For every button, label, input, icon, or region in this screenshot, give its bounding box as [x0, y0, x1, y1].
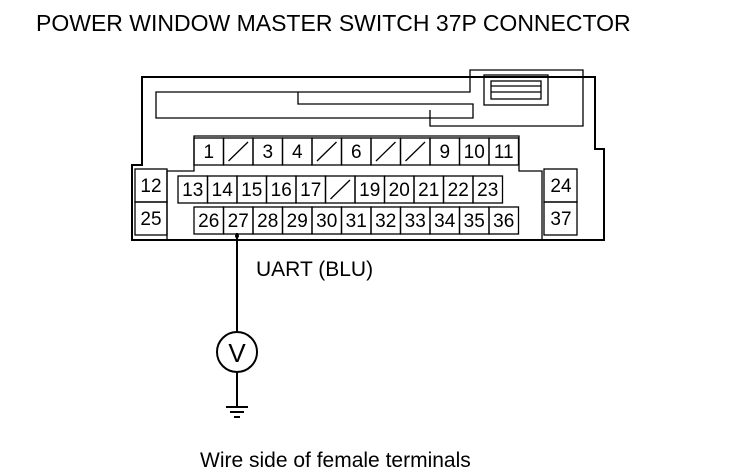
connector-lock-tab	[155, 69, 584, 127]
pin-cell	[488, 206, 520, 235]
pin-label: 14	[212, 180, 234, 201]
voltmeter-symbol: V	[228, 338, 246, 368]
pin-label-25: 25	[140, 209, 161, 230]
pin-cell	[472, 175, 504, 204]
pin-label: 3	[262, 142, 273, 163]
pin-label: 35	[464, 211, 485, 232]
unused-pin-slash	[228, 141, 249, 162]
pin-label: 1	[203, 142, 214, 163]
pin-label: 21	[418, 180, 439, 201]
pin-row-3: 26 27 28 29 30 31 32 33 34 35 36	[193, 206, 520, 235]
connector-housing	[131, 76, 605, 241]
pin-label: 17	[300, 180, 321, 201]
pin-label: 27	[228, 211, 249, 232]
pin-cell	[488, 137, 520, 166]
pin-label: 6	[351, 142, 362, 163]
pin-label: 36	[493, 211, 514, 232]
pin-cell-37	[543, 201, 578, 236]
pin-label: 9	[439, 142, 450, 163]
connector-latch	[483, 74, 549, 106]
diagram-title: POWER WINDOW MASTER SWITCH 37P CONNECTOR	[36, 10, 631, 36]
pin-label-12: 12	[140, 176, 161, 197]
pin-label-24: 24	[550, 176, 572, 197]
connector-latch-inner	[490, 80, 542, 100]
ground-icon	[226, 406, 248, 418]
pin-label: 16	[271, 180, 292, 201]
pin-label: 34	[434, 211, 456, 232]
pin-label: 20	[389, 180, 410, 201]
probe-label: UART (BLU)	[256, 258, 373, 281]
unused-pin-slash	[405, 141, 426, 162]
pin-label: 29	[287, 211, 308, 232]
pin-label: 31	[346, 211, 367, 232]
unused-pin-slash	[330, 179, 351, 200]
pin-row-2: 13 14 15 16 17 19 20 21 22 23	[177, 175, 504, 204]
pin-label: 11	[494, 142, 514, 163]
pin-label: 30	[316, 211, 337, 232]
unused-pin-slash	[316, 141, 337, 162]
pin-label: 4	[292, 142, 303, 163]
pin-label: 23	[477, 180, 498, 201]
pin-label: 13	[182, 180, 203, 201]
pin-label-37: 37	[550, 209, 571, 230]
probe-point	[235, 234, 239, 238]
pin-label: 26	[198, 211, 219, 232]
pin-label: 32	[375, 211, 396, 232]
pin-label: 28	[257, 211, 278, 232]
pin-label: 19	[359, 180, 380, 201]
pin-label: 15	[241, 180, 262, 201]
pin-label: 33	[405, 211, 426, 232]
pin-cell-25	[134, 201, 168, 236]
unused-pin-slash	[375, 141, 396, 162]
pin-label: 10	[464, 142, 485, 163]
pin-label: 22	[448, 180, 469, 201]
diagram-caption: Wire side of female terminals	[200, 449, 471, 472]
